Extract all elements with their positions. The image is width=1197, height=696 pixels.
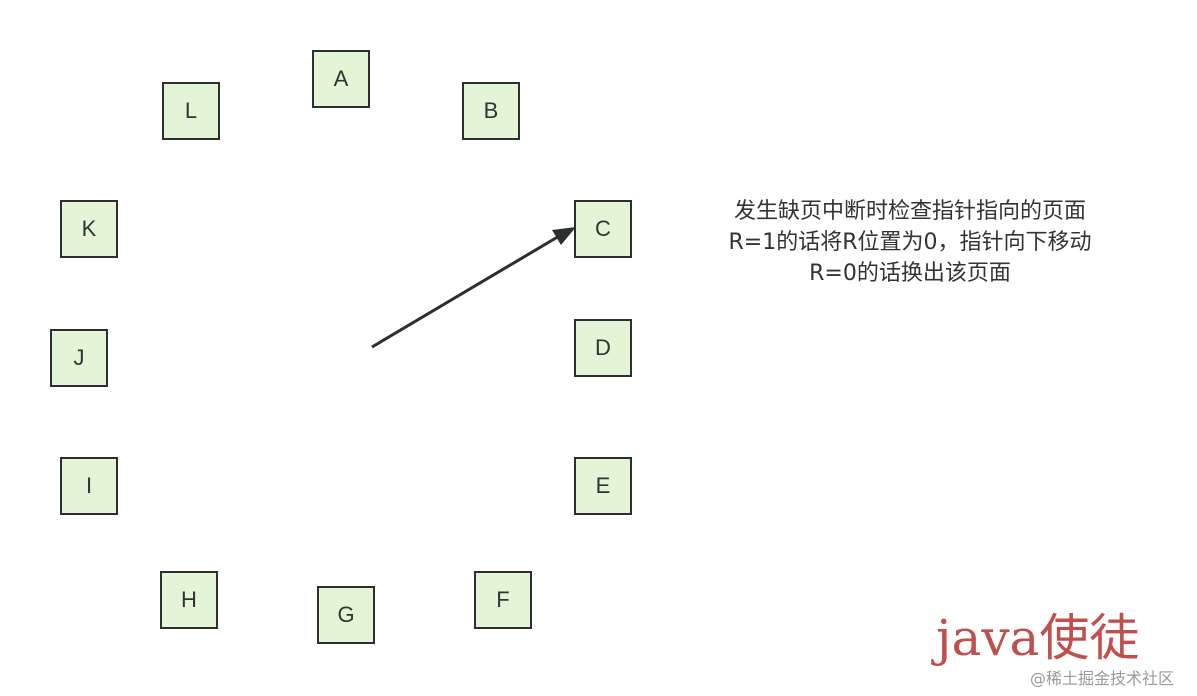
page-node-b: B [462, 82, 520, 140]
pointer-arrow-head [552, 227, 576, 245]
pointer-arrow-line [371, 230, 568, 349]
page-node-f: F [474, 571, 532, 629]
note-line-2: R=1的话将R位置为0，指针向下移动 [728, 230, 1092, 255]
note-line-1: 发生缺页中断时检查指针指向的页面 [733, 199, 1086, 224]
page-node-i: I [60, 457, 118, 515]
platform-watermark: @稀土掘金技术社区 [1030, 669, 1175, 688]
page-node-e: E [574, 457, 632, 515]
page-node-l: L [162, 82, 220, 140]
page-node-j: J [50, 329, 108, 387]
page-node-c: C [574, 200, 632, 258]
note-line-3: R=0的话换出该页面 [809, 261, 1011, 286]
page-node-a: A [312, 50, 370, 108]
page-node-h: H [160, 571, 218, 629]
author-watermark: java使徒 [936, 609, 1140, 667]
algorithm-note: 发生缺页中断时检查指针指向的页面 R=1的话将R位置为0，指针向下移动 R=0的… [660, 196, 1160, 289]
page-node-k: K [60, 200, 118, 258]
page-node-d: D [574, 319, 632, 377]
page-node-g: G [317, 586, 375, 644]
